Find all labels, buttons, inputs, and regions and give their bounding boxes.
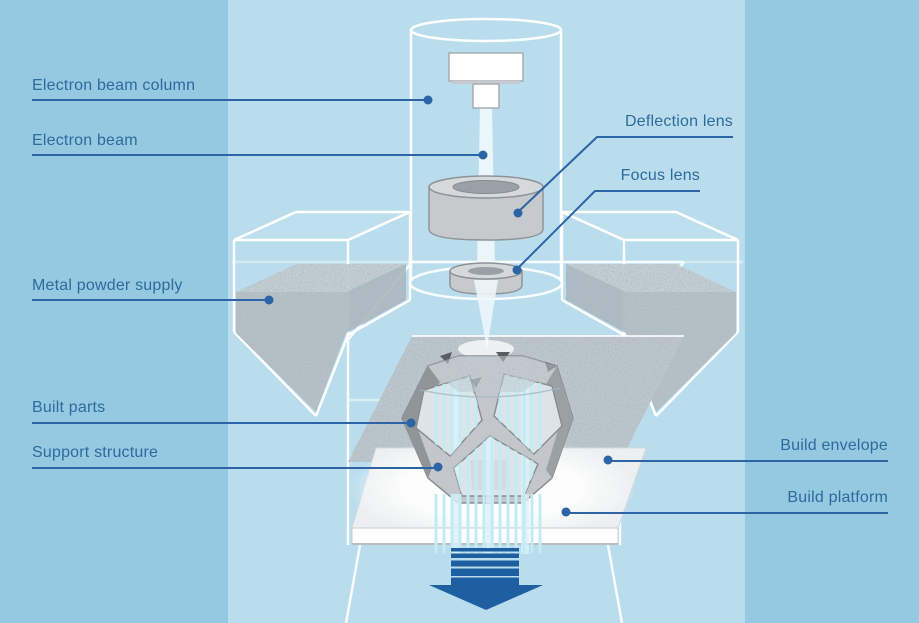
label-electron-beam: Electron beam — [32, 132, 138, 149]
electron-gun — [448, 52, 524, 109]
leader-dots — [264, 95, 613, 517]
label-build-platform: Build platform — [787, 489, 888, 506]
label-electron-beam-column: Electron beam column — [32, 77, 196, 94]
label-build-envelope: Build envelope — [780, 437, 888, 454]
label-built-parts: Built parts — [32, 399, 106, 416]
built-part — [401, 352, 574, 554]
metal-powder-hopper-left — [232, 210, 412, 417]
label-metal-powder-supply: Metal powder supply — [32, 277, 183, 294]
label-focus-lens: Focus lens — [620, 167, 700, 184]
deflection-lens-graphic — [428, 175, 544, 241]
leader-lines — [32, 99, 888, 514]
label-support-structure: Support structure — [32, 444, 159, 461]
label-deflection-lens: Deflection lens — [625, 113, 733, 130]
down-arrow-icon — [429, 548, 543, 610]
